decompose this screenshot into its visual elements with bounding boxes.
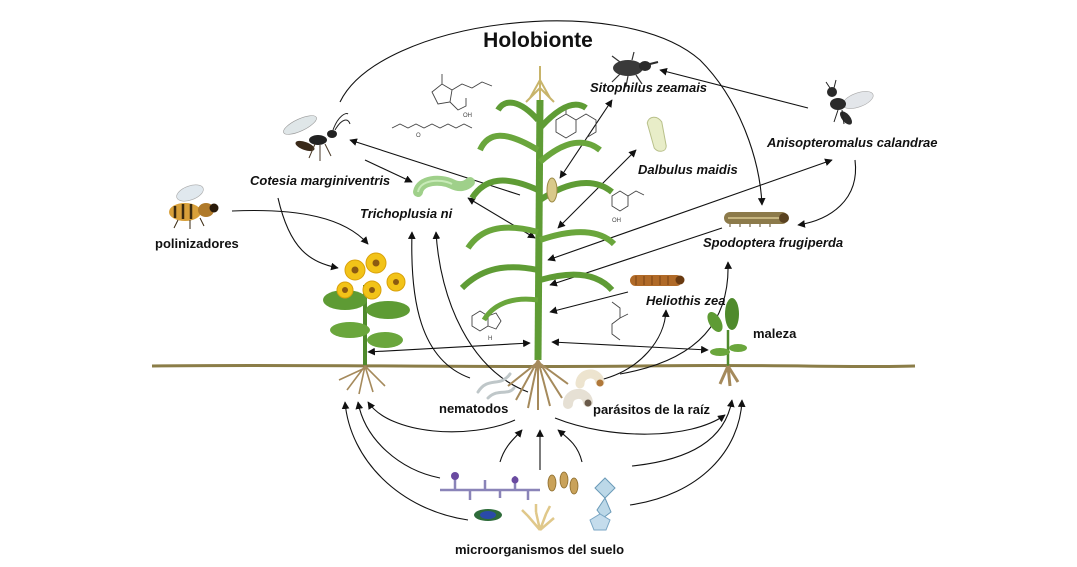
- label-parasitos: parásitos de la raíz: [593, 402, 711, 417]
- label-trichoplusia: Trichoplusia ni: [360, 206, 453, 221]
- arrow-dalbulus-maize: [557, 149, 637, 229]
- arrow-microbes-weed-outer: [629, 399, 746, 506]
- arrow-microbes-sunflower-outer: [341, 401, 469, 521]
- label-anisopteromalus: Anisopteromalus calandrae: [766, 135, 938, 150]
- svg-text:H: H: [488, 336, 492, 342]
- arrow-parasites-weed: [554, 414, 726, 435]
- label-cotesia: Cotesia marginiventris: [250, 173, 390, 188]
- grub-icon: [563, 369, 605, 409]
- spodoptera-caterpillar-icon: [724, 212, 789, 227]
- svg-text:O: O: [416, 133, 421, 139]
- arrow-nematodes-sunflower: [367, 401, 516, 433]
- green-caterpillar-icon: [413, 175, 475, 197]
- arrow-grub-spodoptera: [619, 261, 733, 375]
- svg-text:OH: OH: [463, 113, 472, 119]
- interaction-arrows: [231, 20, 857, 521]
- label-polinizadores: polinizadores: [155, 236, 239, 251]
- heliothis-caterpillar-icon: [630, 275, 685, 286]
- arrow-anisopteromalus-spodoptera: [797, 159, 857, 228]
- wasp-icon: [283, 113, 351, 161]
- weevil-icon: [611, 51, 659, 87]
- arrow-root-trichoplusia: [432, 231, 529, 393]
- arrow-anisopteromalus-sitophilus: [659, 67, 809, 109]
- label-microorganismos: microorganismos del suelo: [455, 542, 624, 557]
- soil-microbes-icon: [440, 471, 616, 531]
- label-dalbulus: Dalbulus maidis: [638, 162, 738, 177]
- arrow-sunflower-maize: [367, 339, 531, 356]
- arrow-maize-anisopteromalus: [547, 158, 833, 262]
- soil-line: [151, 363, 916, 369]
- label-sitophilus: Sitophilus zeamais: [590, 80, 707, 95]
- svg-text:OH: OH: [612, 218, 621, 224]
- weed-icon: [707, 298, 747, 387]
- arrow-maize-cotesia: [349, 138, 521, 196]
- maize-plant-icon: [459, 66, 617, 410]
- small-wasp-icon: [825, 79, 874, 125]
- arrow-cotesia-trichoplusia: [364, 159, 413, 183]
- arrow-grub-heliothis: [599, 309, 670, 381]
- label-nematodos: nematodos: [439, 401, 508, 416]
- arrow-heliothis-maize: [549, 291, 629, 315]
- arrow-nematodes-trichoplusia: [407, 231, 471, 379]
- label-maleza: maleza: [753, 326, 797, 341]
- sunflower-icon: [323, 252, 410, 395]
- arrow-sitophilus-maize: [559, 99, 613, 179]
- arrow-microbes-weed-inner: [631, 399, 735, 467]
- arrow-maize-weed: [551, 338, 709, 354]
- arrow-microbes-maize-1: [499, 429, 523, 463]
- label-spodoptera: Spodoptera frugiperda: [703, 235, 843, 250]
- arrow-cotesia-spodoptera: [339, 20, 766, 206]
- arrow-cotesia-sunflower: [277, 197, 339, 271]
- label-heliothis: Heliothis zea: [646, 293, 725, 308]
- bee-icon: [169, 184, 219, 229]
- nematode-icon: [476, 372, 516, 400]
- diagram-title: Holobionte: [483, 29, 593, 52]
- arrow-microbes-sunflower-inner: [355, 401, 441, 479]
- leafhopper-icon: [646, 116, 667, 152]
- arrow-microbes-maize-3: [557, 429, 583, 463]
- arrow-bee-sunflower: [231, 209, 369, 245]
